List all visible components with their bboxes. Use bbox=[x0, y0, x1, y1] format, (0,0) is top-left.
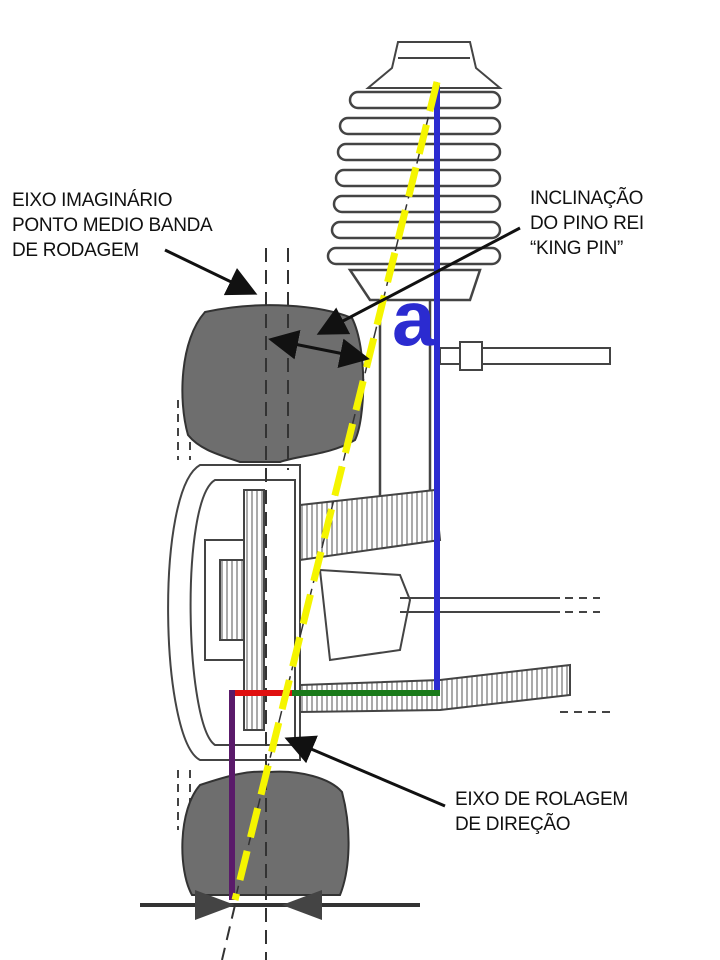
label-imaginary-axis: EIXO IMAGINÁRIO PONTO MEDIO BANDA DE ROD… bbox=[12, 188, 213, 263]
label-line: INCLINAÇÃO bbox=[530, 188, 644, 209]
double-arrow-offset bbox=[268, 329, 370, 369]
tie-rod bbox=[439, 341, 611, 371]
label-king-pin: INCLINAÇÃO DO PINO REI “KING PIN” bbox=[530, 186, 644, 261]
label-line: “KING PIN” bbox=[530, 238, 624, 259]
label-line: EIXO IMAGINÁRIO bbox=[12, 190, 173, 211]
label-steering-axis: EIXO DE ROLAGEM DE DIREÇÃO bbox=[455, 787, 628, 837]
label-line: EIXO DE ROLAGEM bbox=[455, 789, 628, 810]
wheel-rim bbox=[167, 400, 301, 830]
label-line: DO PINO REI bbox=[530, 213, 644, 234]
arrow-steering-axis bbox=[284, 735, 446, 808]
ground-line bbox=[140, 890, 420, 920]
arrow-imaginary-axis bbox=[164, 248, 258, 296]
label-line: PONTO MEDIO BANDA bbox=[12, 215, 213, 236]
label-line: DE RODAGEM bbox=[12, 240, 139, 261]
arrow-king-pin bbox=[316, 226, 521, 335]
spring-top-mount bbox=[365, 41, 503, 89]
angle-symbol: a bbox=[392, 274, 436, 362]
upper-tire bbox=[181, 304, 365, 463]
drive-shaft bbox=[299, 488, 600, 662]
label-line: DE DIREÇÃO bbox=[455, 814, 571, 835]
lower-control-arm bbox=[299, 663, 610, 714]
steering-axis-extension bbox=[221, 904, 236, 960]
kingpin-axis-yellow bbox=[231, 81, 441, 901]
coil-spring bbox=[326, 90, 502, 500]
